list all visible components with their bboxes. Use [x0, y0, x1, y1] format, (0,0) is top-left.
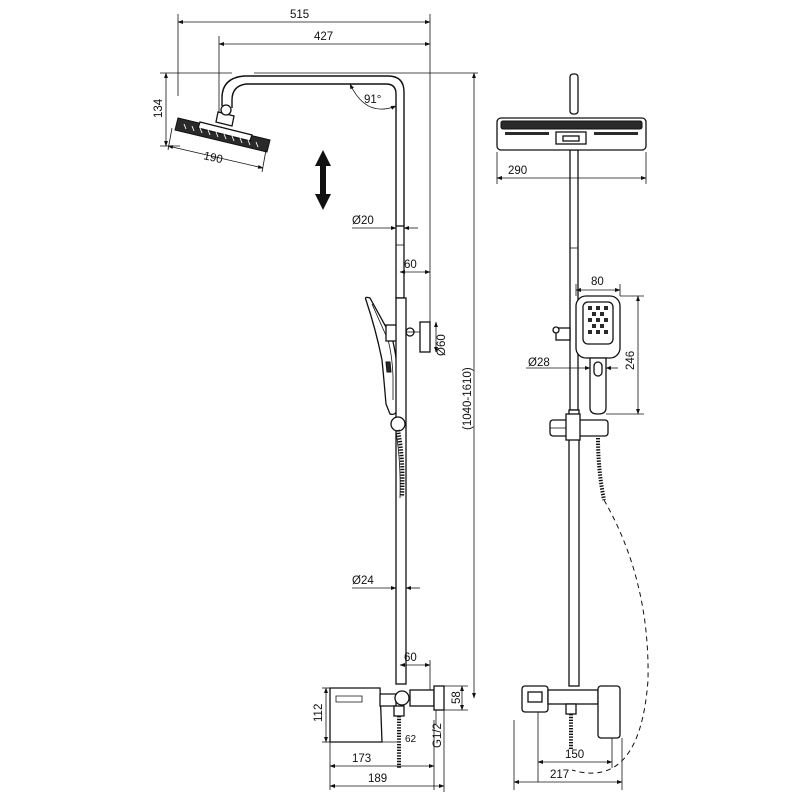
hand-shower-side — [364, 296, 415, 416]
dim-hand-shower-height: 246 — [606, 295, 644, 415]
dim-lower-tube-diameter: Ø24 — [352, 575, 420, 590]
label-150: 150 — [565, 749, 584, 761]
label-g12: G1/2 — [432, 723, 444, 748]
label-515: 515 — [290, 9, 309, 21]
dim-connector-height: 58 — [444, 685, 468, 711]
label-217: 217 — [550, 769, 569, 781]
overhead-shower-head-front — [496, 117, 647, 151]
label-190: 190 — [202, 150, 223, 166]
label-60-lower: 60 — [404, 652, 417, 664]
label-134: 134 — [153, 98, 165, 118]
dim-total-reach: 515 — [177, 9, 431, 330]
dim-mixer-height: 112 — [313, 687, 330, 743]
dim-outlet-offset: 62 — [382, 734, 417, 745]
column-lever — [552, 326, 571, 341]
dim-head-width: 290 — [496, 152, 647, 184]
dim-wall-offset-lower: 60 — [399, 652, 431, 690]
label-91-deg: 91° — [364, 94, 381, 106]
wall-bracket-upper: Ø60 — [404, 321, 448, 356]
hand-shower-front — [575, 295, 621, 415]
height-adjust-arrow-icon — [315, 150, 331, 210]
front-view: 290 80 — [496, 73, 649, 790]
hose-front — [571, 437, 649, 774]
label-height-range: (1040-1610) — [462, 367, 474, 430]
dim-wall-offset-upper: 60 — [399, 259, 431, 274]
mixer-body-side — [329, 685, 445, 768]
label-d20: Ø20 — [352, 215, 374, 227]
label-189: 189 — [368, 773, 387, 785]
label-58: 58 — [451, 691, 463, 704]
dim-hand-shower-width: 80 — [575, 276, 621, 296]
slider-holder — [549, 413, 609, 441]
label-427: 427 — [314, 31, 333, 43]
dim-arm-reach: 427 — [218, 31, 431, 112]
dim-overall-depth: 189 — [329, 710, 445, 792]
label-d24: Ø24 — [352, 575, 374, 587]
dim-mixer-half-width: 150 — [537, 712, 613, 782]
dim-connection-thread: G1/2 — [432, 710, 444, 748]
label-d28: Ø28 — [528, 357, 550, 369]
dim-head-diameter: 190 — [167, 127, 267, 173]
upper-tube — [395, 225, 405, 299]
lower-tube — [395, 297, 407, 685]
label-62: 62 — [405, 734, 417, 745]
front-column — [568, 73, 580, 687]
dim-height-range: (1040-1610) — [462, 72, 476, 699]
overhead-shower-head — [174, 104, 271, 153]
label-290: 290 — [508, 165, 527, 177]
hose-side — [390, 416, 406, 499]
dim-mixer-depth: 173 — [329, 720, 435, 790]
label-d60: Ø60 — [436, 334, 448, 356]
label-80: 80 — [591, 276, 604, 288]
side-view: 515 427 134 — [153, 9, 478, 792]
label-60-upper: 60 — [404, 259, 417, 271]
dim-mixer-width: 217 — [513, 720, 623, 790]
label-246: 246 — [625, 351, 637, 370]
label-112: 112 — [313, 704, 325, 722]
dim-upper-tube-diameter: Ø20 — [352, 215, 418, 230]
label-173: 173 — [352, 753, 371, 765]
dim-handle-diameter: Ø28 — [526, 357, 618, 370]
dim-head-height: 134 — [153, 72, 232, 147]
mixer-body-front — [521, 685, 621, 750]
dim-arm-angle: 91° — [349, 83, 397, 110]
